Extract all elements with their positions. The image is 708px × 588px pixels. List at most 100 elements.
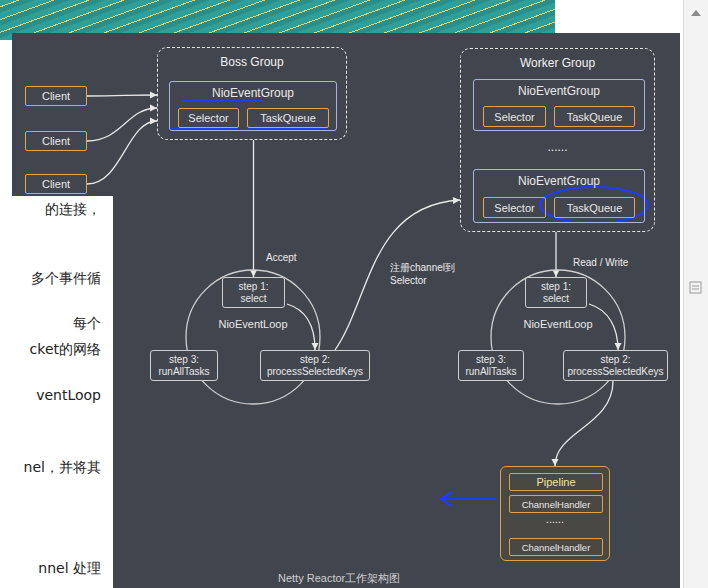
node-text: Pipeline bbox=[513, 476, 599, 488]
node-text: Client bbox=[29, 90, 83, 102]
arrow-head bbox=[150, 118, 157, 125]
scroll-arrow bbox=[691, 10, 701, 16]
scrollbar bbox=[683, 0, 708, 588]
handler-box: ChannelHandler bbox=[509, 538, 603, 556]
flow-arrow bbox=[287, 304, 319, 350]
note-fragment: nel，并将其 bbox=[24, 457, 101, 477]
node-text: step 1: select bbox=[529, 281, 583, 304]
node-text: NioEventLoop bbox=[490, 318, 626, 330]
label-anchor: 的连接， bbox=[45, 199, 101, 219]
loop-outline bbox=[491, 270, 625, 404]
pen-underline bbox=[168, 128, 238, 130]
flow-line bbox=[287, 304, 315, 350]
label-anchor: nel，并将其 bbox=[24, 457, 101, 477]
flow-arrow bbox=[552, 381, 614, 466]
note-fragment: 多个事件循 bbox=[31, 268, 101, 288]
label-anchor: 每个 bbox=[73, 313, 101, 333]
figure-caption: Netty Reactor工作架构图 bbox=[278, 571, 400, 586]
arrow-head bbox=[552, 459, 559, 466]
flow-arrow bbox=[87, 105, 157, 142]
node-note: ...... bbox=[461, 140, 654, 154]
component-box: TaskQueue bbox=[554, 106, 635, 127]
arrow-head bbox=[150, 105, 157, 112]
pipeline-box: ......PipelineChannelHandlerChannelHandl… bbox=[500, 466, 610, 561]
node-text: Client bbox=[29, 135, 83, 147]
arrow-head bbox=[615, 343, 622, 350]
component-box: Selector bbox=[483, 106, 546, 127]
handler-box: Pipeline bbox=[509, 473, 603, 491]
node-text: Selector bbox=[182, 112, 235, 124]
node-text: ...... bbox=[501, 513, 609, 525]
overlay-window: 的连接， 多个事件循每个 cket的网络 ventLoop nel，并将其 nnel 处理 bbox=[0, 196, 113, 588]
event-group-box: NioEventGroupSelector TaskQueue bbox=[473, 79, 645, 131]
node-text: TaskQueue bbox=[558, 202, 631, 214]
client-box: Client bbox=[25, 174, 87, 194]
client-box: Client bbox=[25, 131, 87, 151]
arrow-head bbox=[553, 270, 560, 277]
node-text: Boss Group bbox=[158, 55, 346, 69]
label-anchor: Read / Write bbox=[571, 257, 630, 270]
pen-circle bbox=[540, 187, 648, 223]
arrow-head bbox=[312, 343, 319, 350]
pen-underline bbox=[247, 128, 326, 130]
flow-line bbox=[335, 200, 460, 350]
step-box: step 1: select bbox=[222, 277, 285, 308]
node-text: NioEventGroup bbox=[474, 84, 644, 98]
label-anchor: 多个事件循 bbox=[31, 268, 101, 288]
node-text: NioEventGroup bbox=[474, 174, 644, 188]
node-text: step 1: select bbox=[226, 281, 281, 304]
step-box: step 3: runAllTasks bbox=[458, 350, 524, 381]
event-group-box: NioEventGroupSelector TaskQueue bbox=[169, 81, 337, 131]
flow-arrow bbox=[250, 140, 257, 277]
label-anchor: 注册channel到 Selector bbox=[388, 262, 457, 287]
node-text: step 3: runAllTasks bbox=[462, 354, 520, 377]
note-fragment: cket的网络 bbox=[30, 339, 101, 359]
flow-line bbox=[87, 121, 157, 184]
label-anchor: Netty Reactor工作架构图 bbox=[278, 571, 400, 586]
loop-outline bbox=[186, 270, 320, 404]
edge-label: Accept bbox=[264, 252, 299, 265]
flow-arrow bbox=[335, 197, 460, 350]
edge-label: Read / Write bbox=[571, 257, 630, 270]
group-box: Boss GroupNioEventGroupSelector TaskQueue bbox=[157, 47, 347, 140]
label-anchor: ventLoop bbox=[36, 385, 101, 405]
component-box: Selector bbox=[178, 108, 239, 128]
node-text: NioEventGroup bbox=[170, 86, 336, 100]
node-text: step 2: processSelectedKeys bbox=[567, 354, 664, 377]
client-box: Client bbox=[25, 86, 87, 106]
flow-line bbox=[555, 381, 613, 466]
pen-underline bbox=[182, 100, 262, 101]
node-text: step 3: runAllTasks bbox=[154, 354, 214, 377]
component-box: TaskQueue bbox=[554, 197, 635, 218]
handler-box: ChannelHandler bbox=[509, 495, 603, 513]
scroll-grip bbox=[690, 282, 701, 293]
component-box: Selector bbox=[483, 197, 546, 218]
label-anchor: nnel 处理 bbox=[38, 558, 101, 578]
label-anchor: Accept bbox=[264, 252, 299, 265]
flow-line bbox=[253, 140, 254, 277]
group-box: Worker Group......NioEventGroupSelectorT… bbox=[460, 48, 655, 232]
flow-arrow bbox=[589, 304, 622, 350]
edge-label: 注册channel到 Selector bbox=[388, 262, 457, 287]
node-text: Worker Group bbox=[461, 56, 654, 70]
scroll-grip bbox=[692, 286, 699, 289]
node-text: Client bbox=[29, 178, 83, 190]
pen-arrow bbox=[441, 492, 496, 506]
node-text: TaskQueue bbox=[558, 111, 631, 123]
step-box: step 2: processSelectedKeys bbox=[260, 350, 370, 381]
node-text: TaskQueue bbox=[251, 112, 325, 124]
flow-line bbox=[87, 95, 157, 96]
node-text: step 2: processSelectedKeys bbox=[264, 354, 366, 377]
flow-line bbox=[589, 304, 618, 350]
node-text: NioEventLoop bbox=[185, 318, 321, 330]
note-fragment: 每个 bbox=[73, 313, 101, 333]
note-fragment: nnel 处理 bbox=[38, 558, 101, 578]
note-fragment: 的连接， bbox=[45, 199, 101, 219]
step-box: step 3: runAllTasks bbox=[150, 350, 218, 381]
step-box: step 2: processSelectedKeys bbox=[563, 350, 668, 381]
flow-arrow bbox=[87, 118, 157, 185]
arrow-head bbox=[250, 270, 257, 277]
node-text: ChannelHandler bbox=[513, 499, 599, 510]
node-text: ChannelHandler bbox=[513, 542, 599, 553]
node-text: Selector bbox=[487, 202, 542, 214]
